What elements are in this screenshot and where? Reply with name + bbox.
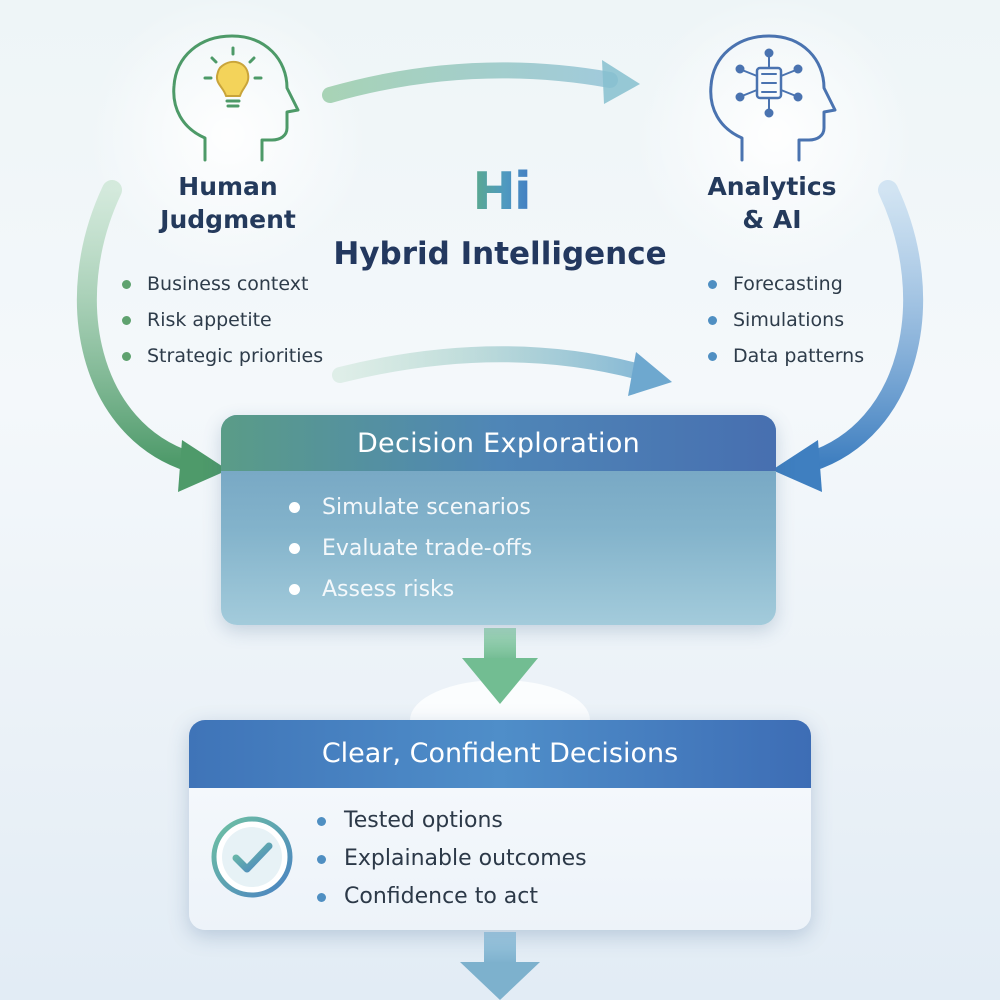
bullet-dot — [289, 584, 300, 595]
arrow-explore-down-head — [462, 658, 538, 704]
arrow-mid-head — [628, 352, 672, 396]
confident-decisions-title: Clear, Confident Decisions — [189, 720, 811, 788]
arrow-mid — [332, 346, 648, 383]
human-title-line2: Judgment — [160, 205, 296, 234]
list-item: Evaluate trade-offs — [289, 528, 776, 569]
arrow-explore-down-shaft — [484, 628, 516, 662]
decisions-item-text: Tested options — [344, 808, 503, 833]
human-item-text: Business context — [147, 273, 309, 295]
list-item: Tested options — [317, 802, 587, 840]
human-halo — [88, 0, 368, 275]
center-title: Hybrid Intelligence — [333, 236, 667, 272]
list-item: Forecasting — [708, 266, 864, 302]
arrow-ai-down-head — [772, 440, 822, 492]
bullet-dot — [122, 279, 131, 289]
decision-exploration-panel: Decision Exploration Simulate scenarios … — [221, 415, 776, 625]
decision-exploration-title: Decision Exploration — [221, 415, 776, 471]
bullet-dot — [708, 279, 717, 289]
list-item: Business context — [122, 266, 323, 302]
arrow-human-down — [76, 180, 200, 472]
exploration-item-text: Simulate scenarios — [322, 495, 531, 520]
human-bullet-list: Business context Risk appetite Strategic… — [122, 266, 323, 374]
decisions-item-text: Confidence to act — [344, 884, 538, 909]
analytics-ai-title: Analytics & AI — [672, 170, 872, 236]
list-item: Risk appetite — [122, 302, 323, 338]
ai-title-line1: Analytics — [707, 172, 837, 201]
bullet-dot — [289, 502, 300, 513]
human-title-line1: Human — [178, 172, 278, 201]
arrow-bottom-head — [460, 962, 540, 1000]
list-item: Confidence to act — [317, 878, 587, 916]
ai-item-text: Forecasting — [733, 273, 843, 295]
ai-bullet-list: Forecasting Simulations Data patterns — [708, 266, 864, 374]
arrow-human-down-head — [178, 440, 228, 492]
arrow-human-to-ai — [322, 62, 618, 103]
circuit-head-icon — [709, 34, 837, 162]
ai-item-text: Data patterns — [733, 345, 865, 367]
bullet-dot — [317, 892, 326, 902]
hi-logo: Hi — [462, 162, 540, 222]
bullet-dot — [708, 351, 717, 361]
human-item-text: Risk appetite — [147, 309, 272, 331]
confident-decisions-panel: Clear, Confident Decisions Tested option… — [189, 720, 811, 930]
bullet-dot — [122, 315, 131, 325]
bullet-dot — [708, 315, 717, 325]
bullet-dot — [317, 854, 326, 864]
arrow-human-to-ai-head — [602, 60, 640, 104]
arrow-ai-down — [800, 180, 924, 472]
ai-halo — [635, 0, 915, 275]
ai-title-line2: & AI — [742, 205, 802, 234]
exploration-item-text: Evaluate trade-offs — [322, 536, 533, 561]
ai-item-text: Simulations — [733, 309, 845, 331]
arrow-bottom-shaft — [484, 932, 516, 966]
bullet-dot — [122, 351, 131, 361]
list-item: Simulations — [708, 302, 864, 338]
exploration-list: Simulate scenarios Evaluate trade-offs A… — [221, 471, 776, 610]
list-item: Assess risks — [289, 569, 776, 610]
list-item: Data patterns — [708, 338, 864, 374]
decisions-list: Tested options Explainable outcomes Conf… — [317, 802, 587, 916]
bullet-dot — [317, 816, 326, 826]
list-item: Simulate scenarios — [289, 487, 776, 528]
list-item: Explainable outcomes — [317, 840, 587, 878]
lightbulb-head-icon — [172, 34, 300, 162]
human-item-text: Strategic priorities — [147, 345, 324, 367]
checkmark-icon — [211, 816, 293, 898]
decisions-item-text: Explainable outcomes — [344, 846, 587, 871]
list-item: Strategic priorities — [122, 338, 323, 374]
human-judgment-title: Human Judgment — [128, 170, 328, 236]
bullet-dot — [289, 543, 300, 554]
exploration-item-text: Assess risks — [322, 577, 455, 602]
